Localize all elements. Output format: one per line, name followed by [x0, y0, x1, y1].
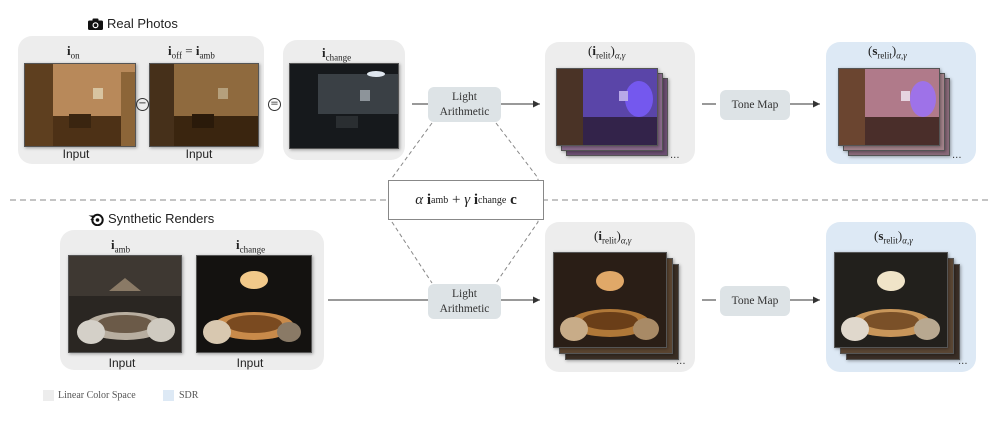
label-i-relit-synthetic: (irelit)α,γ — [594, 228, 632, 246]
legend-swatch-linear — [43, 390, 54, 401]
label-i-on: ion — [67, 43, 80, 61]
ellipsis-synthetic-sdr: ... — [958, 356, 968, 367]
input-label-real-2: Input — [185, 147, 213, 161]
input-label-synthetic-1: Input — [108, 356, 136, 370]
camera-icon — [88, 18, 103, 30]
tone-map-box-real: Tone Map — [720, 90, 790, 120]
label-s-relit-real: (srelit)α,γ — [868, 43, 907, 61]
relit-photo-synthetic — [553, 252, 667, 348]
synthetic-renders-heading: Synthetic Renders — [88, 211, 214, 226]
ellipsis-synthetic-relit: ... — [676, 356, 686, 367]
sdr-photo-real — [838, 68, 940, 146]
sdr-photo-synthetic — [834, 252, 948, 348]
ellipsis-real-relit: ... — [670, 150, 680, 161]
relit-photo-real — [556, 68, 658, 146]
label-i-amb-synthetic: iamb — [111, 237, 131, 255]
input-label-real-1: Input — [62, 147, 90, 161]
photo-i-on — [24, 63, 136, 147]
real-photos-label: Real Photos — [107, 16, 178, 31]
tone-map-box-synthetic: Tone Map — [720, 286, 790, 316]
photo-i-amb-synthetic — [68, 255, 182, 353]
legend-swatch-sdr — [163, 390, 174, 401]
equals-operator: = — [268, 98, 281, 111]
photo-i-change-synthetic — [196, 255, 312, 353]
blender-icon — [88, 213, 104, 226]
synthetic-renders-label: Synthetic Renders — [108, 211, 215, 226]
photo-i-off — [149, 63, 259, 147]
minus-operator: − — [136, 98, 149, 111]
label-i-change-synthetic: ichange — [236, 237, 266, 255]
ellipsis-real-sdr: ... — [952, 150, 962, 161]
real-photos-heading: Real Photos — [88, 16, 178, 31]
legend-text-sdr: SDR — [179, 390, 199, 401]
photo-i-change — [289, 63, 399, 149]
input-label-synthetic-2: Input — [236, 356, 264, 370]
label-s-relit-synthetic: (srelit)α,γ — [874, 228, 913, 246]
label-i-change: ichange — [322, 45, 352, 63]
legend-text-linear: Linear Color Space — [58, 390, 136, 401]
label-i-off-equals-i-amb: ioff = iamb — [168, 43, 215, 61]
label-i-relit-real: (irelit)α,γ — [588, 43, 626, 61]
